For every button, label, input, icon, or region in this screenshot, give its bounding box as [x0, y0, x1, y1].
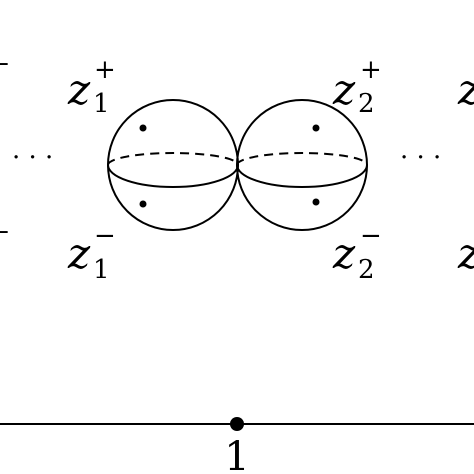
sphere-2-outline [236, 99, 368, 231]
left-edge-dash-bottom: – [0, 213, 9, 248]
label-z2-minus: z − 2 [332, 221, 382, 285]
sphere-1-point-upper [139, 124, 147, 132]
label-z2-minus-sup: − [360, 221, 382, 251]
label-z1-minus-base: z [67, 229, 91, 278]
label-right-edge-top: z [457, 65, 474, 114]
left-edge-dash-top: – [0, 45, 9, 80]
sphere-1-equator-front [107, 164, 239, 188]
base-axis-point [230, 417, 244, 431]
sphere-1-equator-back [107, 152, 239, 166]
label-z1-plus-sub: 1 [93, 89, 110, 119]
sphere-2 [236, 99, 368, 231]
label-z2-plus-sup: + [360, 55, 382, 85]
label-z2-plus-base: z [332, 65, 356, 114]
label-z1-plus: z + 1 [67, 55, 116, 119]
sphere-2-equator-back [236, 152, 368, 166]
base-axis-point-label: 1 [224, 434, 249, 474]
sphere-1-outline [107, 99, 239, 231]
label-z1-plus-sup: + [94, 55, 116, 85]
label-z1-minus-sup: − [94, 221, 116, 251]
label-z1-minus: z − 1 [67, 221, 116, 285]
label-z2-minus-sub: 2 [358, 255, 375, 285]
sphere-1-point-lower [139, 200, 147, 208]
ellipsis-left: · · · [12, 143, 53, 173]
sphere-2-equator-front [236, 164, 368, 188]
label-z1-plus-base: z [67, 65, 91, 114]
sphere-2-point-lower [312, 198, 320, 206]
sphere-1 [107, 99, 239, 231]
label-z2-minus-base: z [332, 229, 356, 278]
label-z2-plus: z + 2 [332, 55, 382, 119]
label-z1-minus-sub: 1 [93, 255, 110, 285]
label-right-edge-bottom: z [457, 229, 474, 278]
ellipsis-right: · · · [400, 143, 441, 173]
label-z2-plus-sub: 2 [358, 89, 375, 119]
sphere-2-point-upper [312, 124, 320, 132]
